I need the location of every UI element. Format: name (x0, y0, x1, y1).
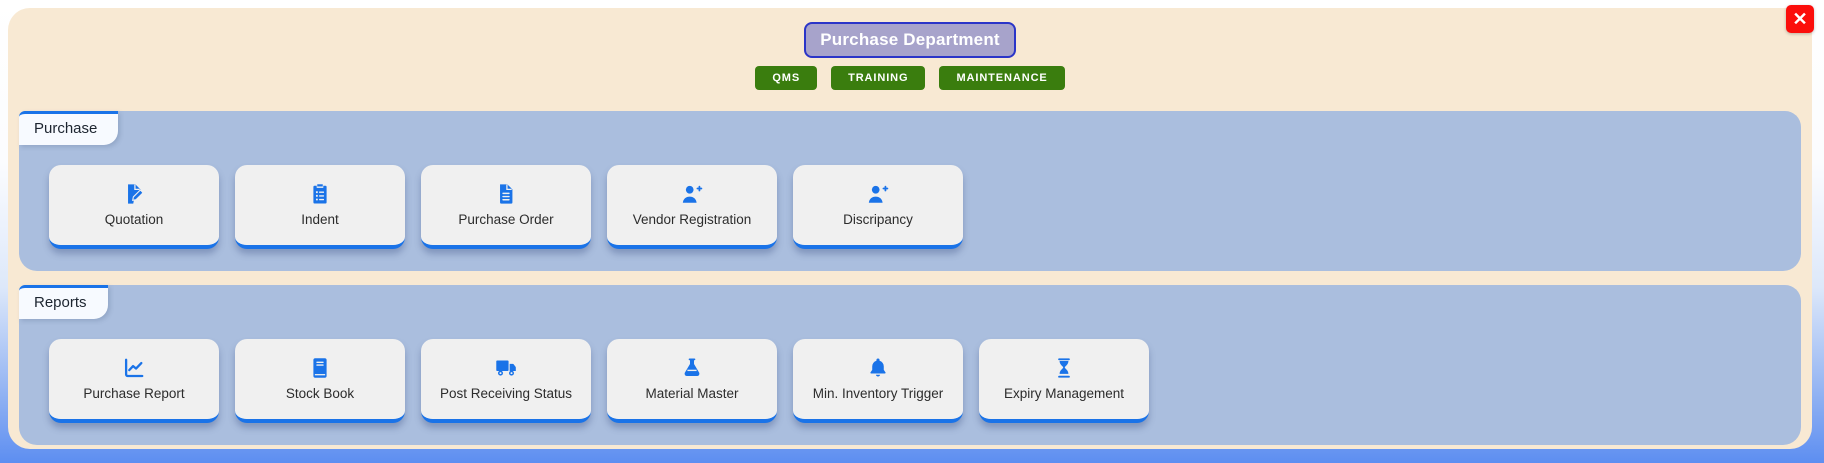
section-tab-purchase[interactable]: Purchase (19, 111, 119, 145)
card-quotation[interactable]: Quotation (49, 165, 219, 249)
card-min-inventory-trigger[interactable]: Min. Inventory Trigger (793, 339, 963, 423)
card-expiry-management[interactable]: Expiry Management (979, 339, 1149, 423)
chart-line-icon (123, 357, 145, 379)
section-tab-reports[interactable]: Reports (19, 285, 108, 319)
card-label: Quotation (104, 212, 164, 227)
card-label: Indent (301, 212, 339, 227)
file-pen-icon (123, 183, 145, 205)
bell-icon (867, 357, 889, 379)
header: Purchase Department QMS TRAINING MAINTEN… (8, 8, 1812, 90)
truck-icon (495, 357, 517, 379)
department-actions: QMS TRAINING MAINTENANCE (8, 66, 1812, 90)
card-row: Purchase Report Stock Book Post Receiving … (19, 319, 1801, 445)
close-button[interactable]: ✕ (1786, 5, 1814, 33)
clipboard-icon (309, 183, 331, 205)
card-stock-book[interactable]: Stock Book (235, 339, 405, 423)
card-row: Quotation Indent Purchase Order Vendor Regi… (19, 145, 1801, 271)
hourglass-icon (1053, 357, 1075, 379)
card-post-receiving-status[interactable]: Post Receiving Status (421, 339, 591, 423)
maintenance-button[interactable]: MAINTENANCE (939, 66, 1065, 90)
card-material-master[interactable]: Material Master (607, 339, 777, 423)
book-icon (309, 357, 331, 379)
card-vendor-registration[interactable]: Vendor Registration (607, 165, 777, 249)
card-label: Discripancy (843, 212, 913, 227)
training-button[interactable]: TRAINING (831, 66, 926, 90)
file-lines-icon (495, 183, 517, 205)
flask-icon (681, 357, 703, 379)
card-label: Material Master (645, 386, 739, 401)
card-purchase-report[interactable]: Purchase Report (49, 339, 219, 423)
card-label: Purchase Order (458, 212, 554, 227)
card-label: Post Receiving Status (439, 386, 573, 401)
card-purchase-order[interactable]: Purchase Order (421, 165, 591, 249)
card-discripancy[interactable]: Discripancy (793, 165, 963, 249)
card-indent[interactable]: Indent (235, 165, 405, 249)
user-plus-icon (867, 183, 889, 205)
user-plus-icon (681, 183, 703, 205)
card-label: Vendor Registration (632, 212, 752, 227)
card-label: Expiry Management (1003, 386, 1125, 401)
card-label: Stock Book (285, 386, 355, 401)
card-label: Purchase Report (83, 386, 185, 401)
department-container: Purchase Department QMS TRAINING MAINTEN… (8, 8, 1812, 449)
page-title: Purchase Department (804, 22, 1016, 58)
qms-button[interactable]: QMS (755, 66, 818, 90)
card-label: Min. Inventory Trigger (812, 386, 944, 401)
